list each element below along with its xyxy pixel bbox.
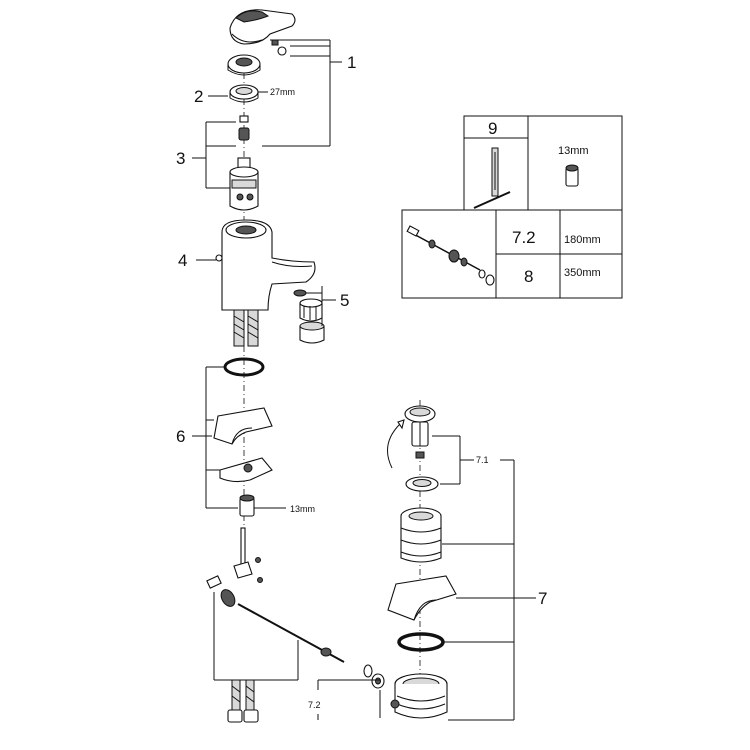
pivot-rod-icon: [406, 225, 495, 286]
rod-connector: [206, 575, 222, 589]
pivot-washer: [363, 664, 373, 678]
lever-handle: [229, 9, 296, 45]
dimension-13mm-nut: 13mm: [290, 504, 315, 514]
pop-up-plug: [404, 405, 436, 459]
callout-7-1: 7.1: [476, 455, 489, 465]
drain-body-upper: [400, 507, 442, 563]
drain-gasket: [397, 632, 445, 652]
dimension-27mm: 27mm: [270, 87, 295, 97]
o-ring: [223, 357, 265, 377]
callout-6: 6: [176, 427, 185, 446]
drain-tailpiece: [390, 673, 448, 719]
callout-7: 7: [538, 589, 547, 608]
flex-hoses-top: [233, 309, 259, 347]
tool-table: [401, 115, 623, 299]
fixing-nut: [239, 494, 255, 517]
table-row-2-part: 8: [524, 267, 533, 286]
bracket-5: [306, 286, 336, 326]
rotation-arrow: [387, 423, 401, 469]
plug-seal: [405, 476, 439, 492]
callout-5: 5: [340, 291, 349, 310]
flex-hoses-bottom: [227, 679, 259, 723]
handle-screw: [271, 39, 287, 56]
bracket-7: [442, 460, 536, 721]
callout-1: 1: [347, 53, 356, 72]
bracket-1: [262, 39, 342, 147]
bracket-3: [192, 121, 236, 189]
callout-7-2: 7.2: [308, 700, 321, 710]
mounting-wedge: [213, 407, 273, 445]
tool-13mm-label: 13mm: [558, 145, 589, 157]
rod-clamp: [233, 557, 263, 583]
nut-13mm-icon: [565, 164, 579, 187]
aerator-washer: [293, 289, 307, 297]
horizontal-pivot-rod: [237, 603, 345, 663]
table-row-2-length: 350mm: [564, 267, 601, 279]
table-row-1-part: 7.2: [512, 228, 536, 247]
tool-9-key-icon: [473, 147, 511, 209]
aerator-housing: [299, 321, 325, 344]
cover-cap: [227, 54, 261, 76]
pivot-seal: [371, 673, 385, 689]
cartridge-nut: [229, 84, 259, 103]
tool-9-label: 9: [488, 119, 497, 138]
pop-up-lift-rod: [240, 527, 246, 565]
cartridge-stem-screw: [238, 115, 250, 141]
rotation-arrowhead: [397, 419, 405, 430]
table-row-1-length: 180mm: [564, 234, 601, 246]
cartridge: [229, 157, 259, 211]
bracket-6: [192, 366, 286, 509]
callout-4: 4: [178, 251, 187, 270]
drain-wedge: [387, 575, 457, 621]
mounting-plate: [219, 457, 273, 483]
bracket-7-1: [432, 435, 514, 485]
callout-2: 2: [194, 87, 203, 106]
callout-3: 3: [176, 149, 185, 168]
pivot-ball-nut: [220, 589, 236, 607]
faucet-body: [215, 219, 316, 311]
bracket-7-2: [213, 592, 381, 720]
aerator: [299, 298, 323, 322]
